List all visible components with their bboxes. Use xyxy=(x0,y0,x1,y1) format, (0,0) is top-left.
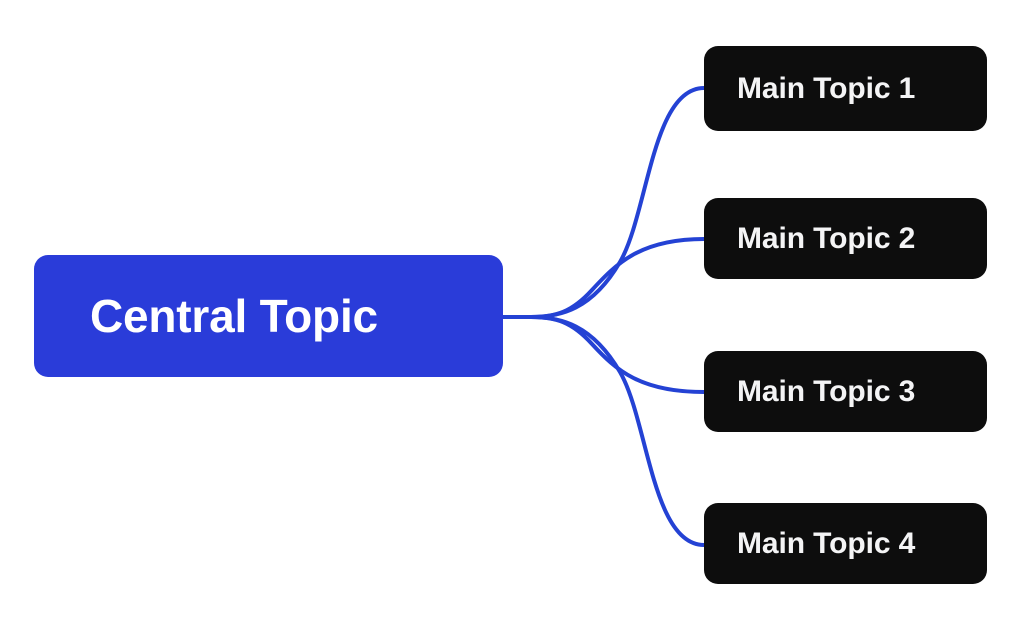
main-topic-node-3[interactable]: Main Topic 3 xyxy=(704,351,987,432)
central-topic-label: Central Topic xyxy=(90,290,378,342)
main-topic-label-3: Main Topic 3 xyxy=(737,374,916,408)
main-topic-label-2: Main Topic 2 xyxy=(737,221,916,255)
connector-to-main-topic-1 xyxy=(501,86,706,319)
connector-to-main-topic-2 xyxy=(529,237,706,319)
connector-to-main-topic-4 xyxy=(529,315,706,547)
main-topic-label-4: Main Topic 4 xyxy=(737,526,916,560)
central-topic-node[interactable]: Central Topic xyxy=(34,255,503,377)
main-topic-node-4[interactable]: Main Topic 4 xyxy=(704,503,987,584)
main-topic-node-2[interactable]: Main Topic 2 xyxy=(704,198,987,279)
connector-to-main-topic-3 xyxy=(529,315,706,394)
main-topic-node-1[interactable]: Main Topic 1 xyxy=(704,46,987,131)
main-topic-label-1: Main Topic 1 xyxy=(737,71,916,105)
